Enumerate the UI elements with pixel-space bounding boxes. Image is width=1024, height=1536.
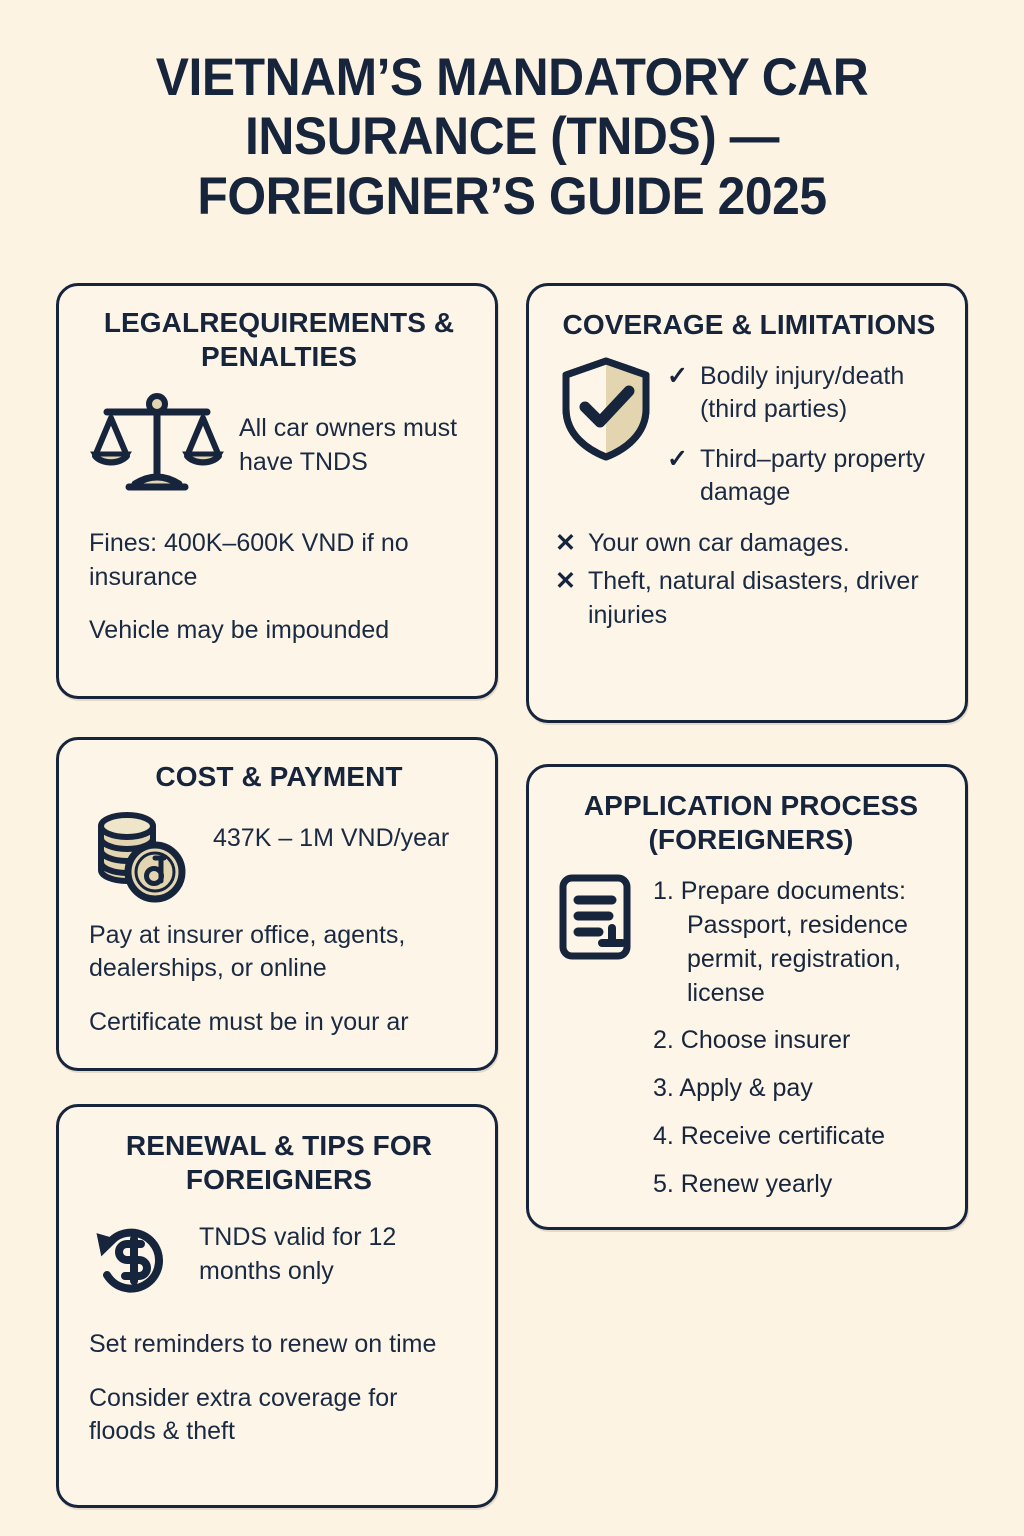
application-step: 4. Receive certificate — [653, 1121, 886, 1150]
coverage-excluded-item: ✕ Your own car damages. — [555, 527, 939, 560]
cost-icon-text: 437K – 1M VND/year — [213, 824, 450, 853]
renewal-line-2: Consider extra coverage for floods & the… — [89, 1383, 398, 1445]
card-title-renewal: RENEWAL & TIPS FOR FOREIGNERS — [125, 1130, 433, 1196]
cross-icon: ✕ — [555, 529, 576, 558]
shield-check-icon — [559, 356, 653, 467]
coverage-included-text: Bodily injury/death (third parties) — [699, 362, 905, 424]
coverage-included-item: ✓ Bodily injury/death (third parties) — [667, 360, 939, 427]
card-title-cost: COST & PAYMENT — [155, 761, 403, 792]
card-legal-requirements: LEGALREQUIREMENTS & PENALTIES — [56, 283, 498, 699]
refresh-cycle-icon — [89, 1215, 177, 1308]
coverage-excluded-item: ✕ Theft, natural disasters, driver injur… — [555, 565, 939, 632]
coverage-excluded-text: Theft, natural disasters, driver injurie… — [587, 567, 919, 629]
document-stamp-icon — [557, 873, 633, 966]
renewal-icon-text: TNDS valid for 12 months only — [199, 1223, 397, 1285]
cross-icon: ✕ — [555, 567, 576, 596]
card-application-process: APPLICATION PROCESS (FOREIGNERS) — [526, 764, 968, 1230]
coverage-excluded-text: Your own car damages. — [587, 529, 850, 558]
application-step: 1. Prepare documents: Passport, residenc… — [653, 877, 908, 1007]
application-step: 3. Apply & pay — [653, 1074, 813, 1103]
coverage-included-text: Third–party property damage — [699, 444, 926, 506]
coverage-included-item: ✓ Third–party property damage — [667, 443, 939, 510]
legal-line-1: Fines: 400K–600K VND if no insurance — [89, 529, 409, 591]
card-coverage-limitations: COVERAGE & LIMITATIONS ✓ Bodily injury/d… — [526, 283, 968, 723]
cost-line-2: Certificate must be in your ar — [89, 1007, 409, 1036]
legal-line-2: Vehicle may be impounded — [89, 615, 390, 644]
card-renewal-tips: RENEWAL & TIPS FOR FOREIGNERS TNDS valid… — [56, 1104, 498, 1508]
application-step: 5. Renew yearly — [653, 1169, 833, 1198]
card-title-coverage: COVERAGE & LIMITATIONS — [562, 309, 936, 340]
card-title-application: APPLICATION PROCESS (FOREIGNERS) — [583, 790, 919, 856]
legal-icon-text: All car owners must have TNDS — [239, 414, 458, 476]
application-steps-list: 1. Prepare documents: Passport, residenc… — [653, 873, 945, 1210]
cost-line-1: Pay at insurer office, agents, dealershi… — [89, 921, 406, 983]
renewal-line-1: Set reminders to renew on time — [89, 1330, 437, 1359]
application-step: 2. Choose insurer — [653, 1026, 851, 1055]
coin-stack-dong-icon — [89, 806, 193, 909]
card-title-legal: LEGALREQUIREMENTS & PENALTIES — [103, 307, 455, 373]
check-icon: ✓ — [667, 444, 688, 473]
page-title: VIETNAM’S MANDATORY CAR INSURANCE (TNDS)… — [155, 48, 869, 226]
scales-of-justice-icon — [89, 390, 225, 507]
card-cost-payment: COST & PAYMENT — [56, 737, 498, 1071]
check-icon: ✓ — [667, 362, 688, 391]
